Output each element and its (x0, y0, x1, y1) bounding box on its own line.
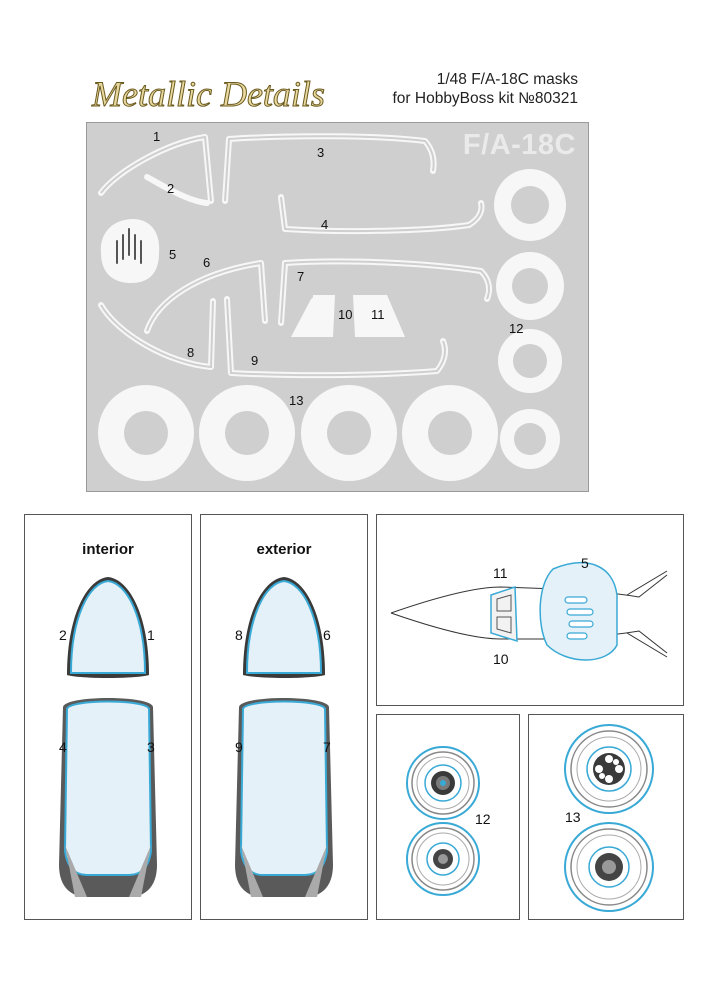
header: 1/48 F/A-18C masks for HobbyBoss kit №80… (388, 70, 578, 108)
sheet-label-9: 9 (251, 353, 259, 368)
panel-wheels-small: 12 (376, 714, 520, 920)
sheet-label-5: 5 (169, 247, 177, 262)
mask-sheet: F/A-18C (86, 122, 589, 492)
wheel-13-bottom (564, 822, 654, 912)
mask-10-11 (291, 295, 405, 337)
wheels-large-drawing (564, 724, 654, 912)
interior-label-1: 1 (147, 627, 155, 643)
wheel-12-bottom (406, 822, 480, 896)
interior-canopy-drawing (59, 577, 157, 897)
interior-label-2: 2 (59, 627, 67, 643)
sheet-label-6: 6 (203, 255, 211, 270)
mask-1 (98, 134, 214, 204)
mask-3 (222, 133, 437, 204)
nose-drawing (390, 562, 668, 661)
sheet-label-12: 12 (509, 321, 524, 336)
brand-logo-text: Metallic Details (91, 74, 325, 114)
wheel-12-top (406, 746, 480, 820)
mask-9 (224, 296, 448, 379)
exterior-label-6: 6 (323, 627, 331, 643)
panel-exterior-title: exterior (256, 541, 312, 558)
mask-sheet-drawing (98, 133, 566, 481)
sheet-label-13: 13 (289, 393, 304, 408)
panel-interior-title: interior (82, 541, 134, 558)
nose-label-10: 10 (493, 651, 509, 667)
sheet-label-2: 2 (167, 181, 175, 196)
sheet-label-7: 7 (297, 269, 305, 284)
panel-wheels-large: 13 (528, 714, 684, 920)
mask-4 (278, 194, 485, 235)
sheet-watermark: F/A-18C (462, 129, 576, 161)
brand-logo: Metallic Details (88, 64, 368, 122)
mask-5 (100, 219, 160, 283)
panel-nose: 11 5 10 (376, 514, 684, 706)
sheet-label-1: 1 (153, 129, 161, 144)
rings-12 (494, 169, 566, 469)
panel-exterior: exterior 8 6 9 7 (200, 514, 368, 920)
header-subtitle: for HobbyBoss kit №80321 (392, 90, 578, 107)
header-title: 1/48 F/A-18C masks (436, 71, 578, 88)
sheet-label-10: 10 (338, 307, 353, 322)
mask-6 (144, 260, 268, 334)
nose-label-11: 11 (493, 565, 508, 581)
mask-2 (144, 174, 210, 206)
sheet-label-4: 4 (321, 217, 329, 232)
sheet-label-8: 8 (187, 345, 195, 360)
rings-13 (98, 385, 498, 481)
exterior-label-9: 9 (235, 739, 243, 755)
exterior-label-8: 8 (235, 627, 243, 643)
wheel-13-top (564, 724, 654, 814)
interior-label-3: 3 (147, 739, 155, 755)
panel-interior: interior 2 1 4 3 (24, 514, 192, 920)
exterior-canopy-drawing (235, 577, 333, 897)
sheet-label-3: 3 (317, 145, 325, 160)
nose-label-5: 5 (581, 555, 589, 571)
sheet-label-11: 11 (371, 307, 385, 322)
wheels-small-label: 12 (475, 811, 491, 827)
wheels-small-drawing (406, 746, 480, 896)
exterior-label-7: 7 (323, 739, 331, 755)
interior-label-4: 4 (59, 739, 67, 755)
wheels-large-label: 13 (565, 809, 581, 825)
